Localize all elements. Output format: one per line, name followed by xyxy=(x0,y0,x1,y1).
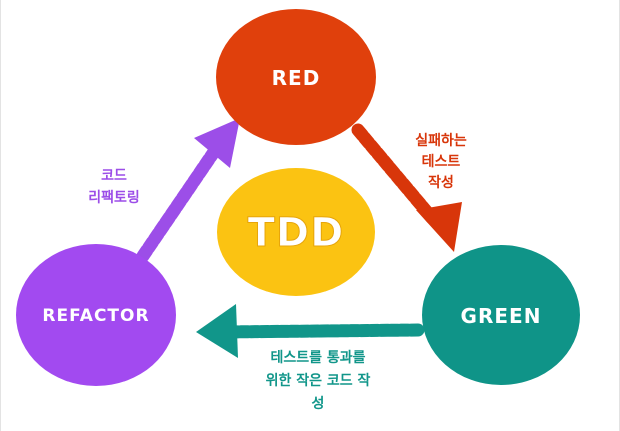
arrow-green-to-refactor-shaft xyxy=(215,323,425,339)
arrow-red-to-green-shaft xyxy=(351,123,439,225)
arrow-green-to-refactor xyxy=(196,304,425,358)
edge-label-green-to-refactor-line-3: 성 xyxy=(312,396,325,412)
arrow-refactor-to-red-head xyxy=(194,118,240,168)
center-label: TDD xyxy=(248,210,345,256)
arrow-refactor-to-red xyxy=(136,118,240,263)
arrow-green-to-refactor-head xyxy=(196,304,238,358)
center-node-tdd: TDD xyxy=(217,168,375,296)
edge-label-red-to-green-line-1: 실패하는 xyxy=(415,132,467,149)
frame-left-border xyxy=(0,0,1,431)
node-refactor-circle xyxy=(16,244,176,386)
node-green-circle xyxy=(422,245,580,385)
node-red-circle xyxy=(216,9,376,145)
node-green-label: GREEN xyxy=(461,304,542,328)
edge-label-red-to-green: 실패하는 테스트 작성 xyxy=(415,132,467,191)
edge-label-green-to-refactor-line-1: 테스트를 통과를 xyxy=(270,350,365,366)
node-refactor: REFACTOR xyxy=(16,244,176,386)
edge-label-refactor-to-red-line-1: 코드 xyxy=(101,168,127,184)
edge-label-green-to-refactor-line-2: 위한 작은 코드 작 xyxy=(266,372,371,389)
center-circle xyxy=(217,168,375,296)
edge-label-red-to-green-line-2: 테스트 xyxy=(422,154,461,170)
node-green: GREEN xyxy=(422,245,580,385)
edge-label-green-to-refactor: 테스트를 통과를 위한 작은 코드 작 성 xyxy=(266,350,371,412)
edge-label-refactor-to-red-line-2: 리팩토링 xyxy=(88,189,140,206)
arrow-refactor-to-red-shaft xyxy=(136,139,225,263)
edge-label-red-to-green-line-3: 작성 xyxy=(428,174,454,191)
node-refactor-label: REFACTOR xyxy=(42,306,149,326)
arrow-red-to-green-head xyxy=(416,202,462,252)
node-red-label: RED xyxy=(272,66,321,90)
arrow-red-to-green xyxy=(351,123,462,252)
node-red: RED xyxy=(216,9,376,145)
edge-label-refactor-to-red: 코드 리팩토링 xyxy=(88,168,140,206)
